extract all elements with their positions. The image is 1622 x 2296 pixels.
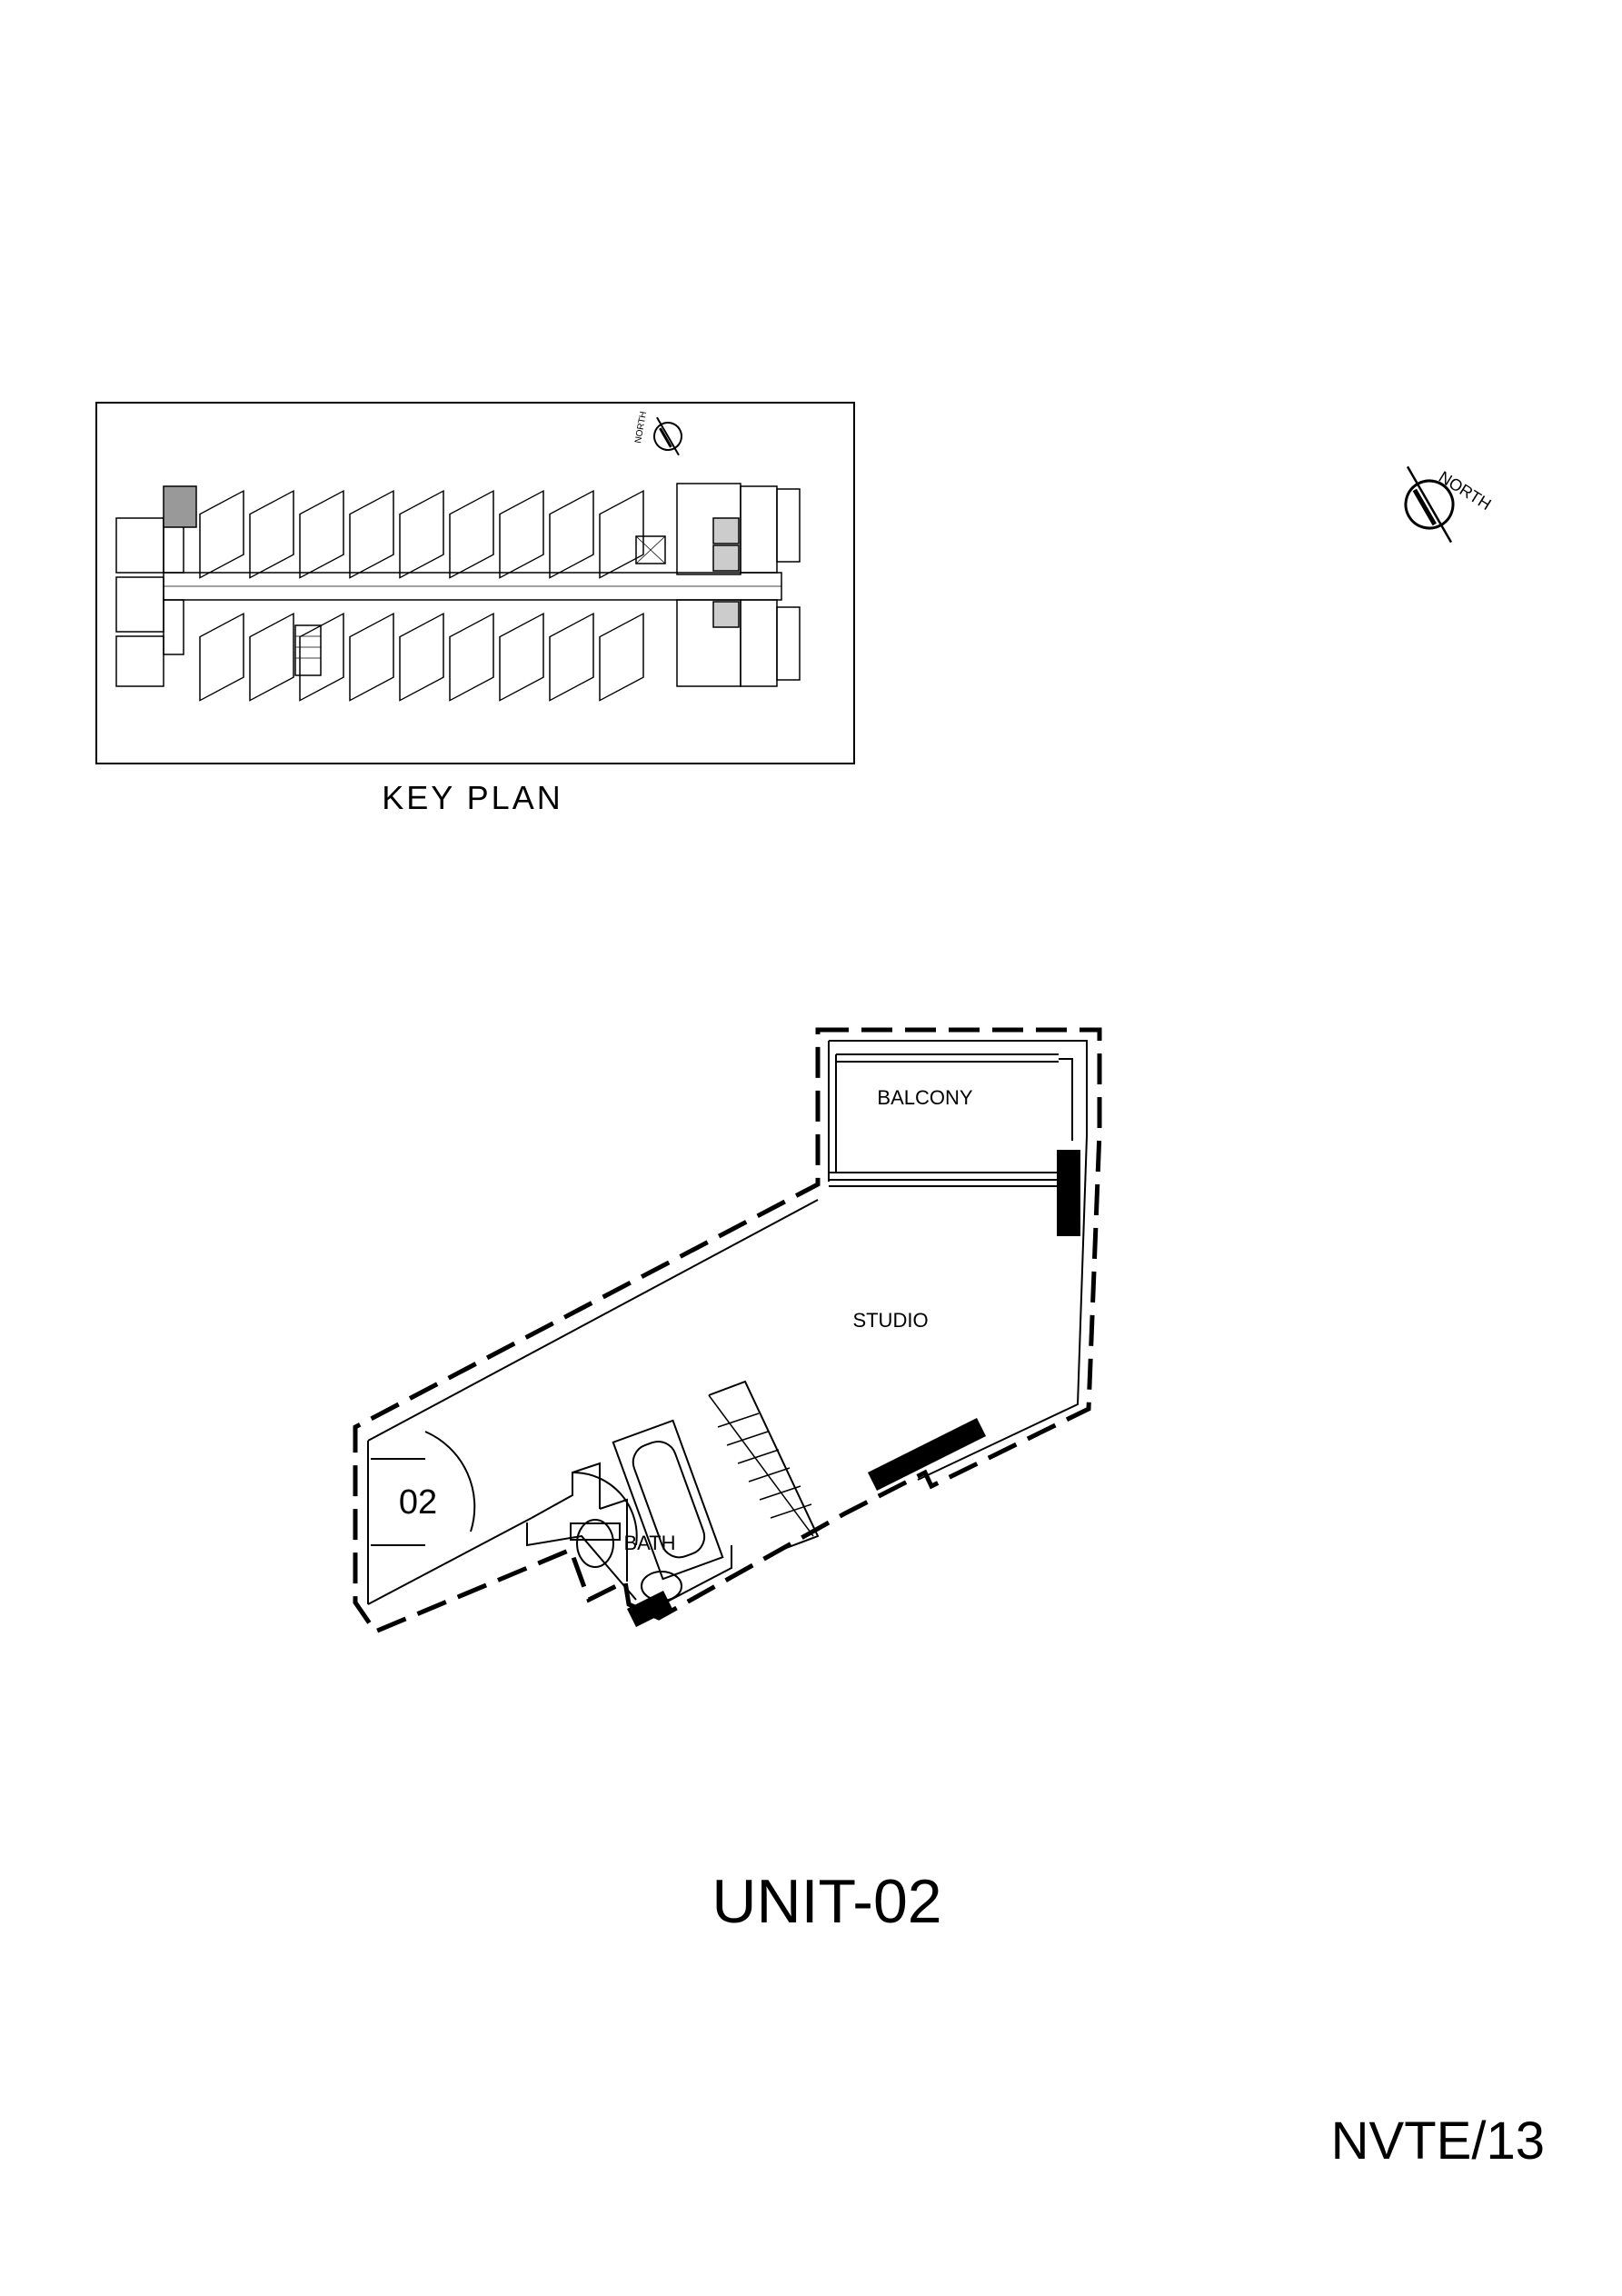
- entry-door: [371, 1431, 476, 1546]
- key-plan-units-top: [199, 489, 644, 579]
- room-label-balcony: BALCONY: [877, 1086, 972, 1109]
- interior-walls: [367, 1040, 1088, 1619]
- basin-icon: [641, 1571, 682, 1602]
- bath-door: [572, 1471, 638, 1546]
- closet-shelving: [708, 1394, 814, 1537]
- window-south: [868, 1418, 986, 1491]
- room-label-bath: BATH: [623, 1532, 675, 1554]
- key-plan-north-label: NORTH: [633, 411, 649, 444]
- toilet-icon: [570, 1519, 621, 1568]
- unit-floor-plan: BALCONY STUDIO BATH 02: [353, 1027, 1102, 1635]
- key-plan-units-bottom: [199, 612, 644, 702]
- window-east: [1057, 1150, 1080, 1236]
- room-label-studio: STUDIO: [852, 1309, 928, 1332]
- compass-label: NORTH: [1436, 467, 1495, 514]
- sheet-id: NVTE/13: [1331, 2111, 1545, 2171]
- key-plan-frame: [95, 402, 855, 764]
- key-plan-drawing: [115, 483, 801, 687]
- key-plan: NORTH KEY PLAN: [95, 402, 855, 816]
- key-plan-caption: KEY PLAN: [382, 779, 562, 816]
- north-compass-icon: [1404, 465, 1455, 544]
- key-plan-north-icon: [653, 416, 682, 456]
- unit-boundary: [353, 1027, 1102, 1635]
- unit-number-label: 02: [399, 1483, 437, 1522]
- unit-title: UNIT-02: [711, 1867, 941, 1936]
